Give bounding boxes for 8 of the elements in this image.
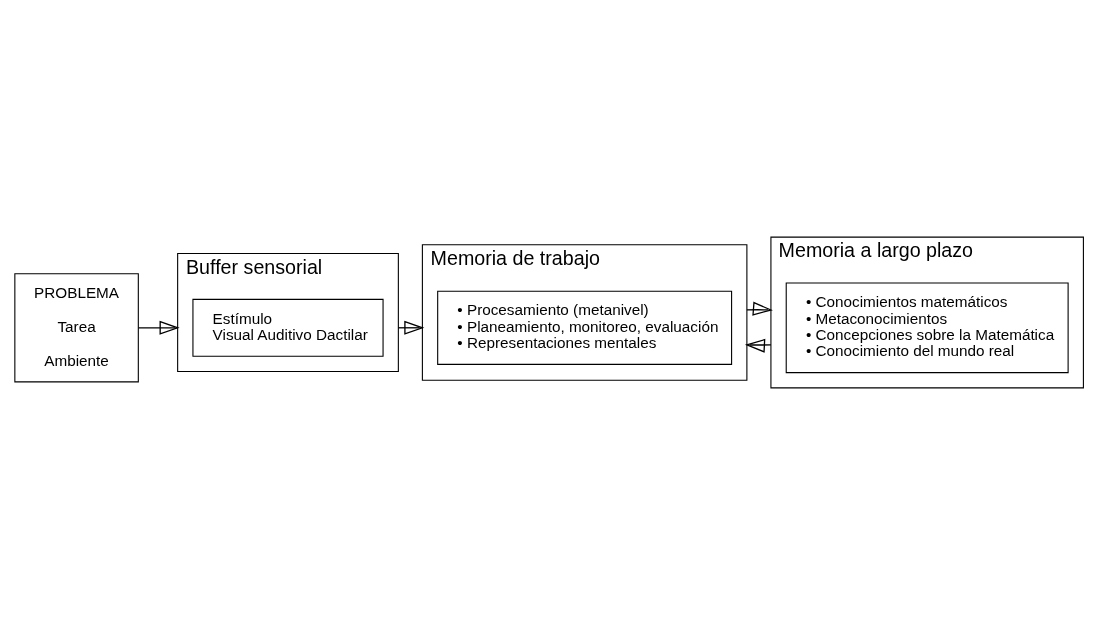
- arrow: [397, 320, 425, 335]
- arrow: [744, 338, 772, 353]
- node-box: PROBLEMA Tarea Ambiente: [14, 273, 139, 383]
- node-box: • Conocimientos matemáticos • Metaconocimientos • Concepciones sobre la Matemática • Conocimiento del mundo real: [785, 282, 1069, 374]
- node-box: • Procesamiento (metanivel) • Planeamiento, monitoreo, evaluación • Representaciones mentales: [437, 290, 733, 365]
- node-box: Estímulo Visual Auditivo Dactilar: [192, 298, 384, 357]
- arrow: [137, 320, 180, 335]
- arrow: [746, 301, 773, 316]
